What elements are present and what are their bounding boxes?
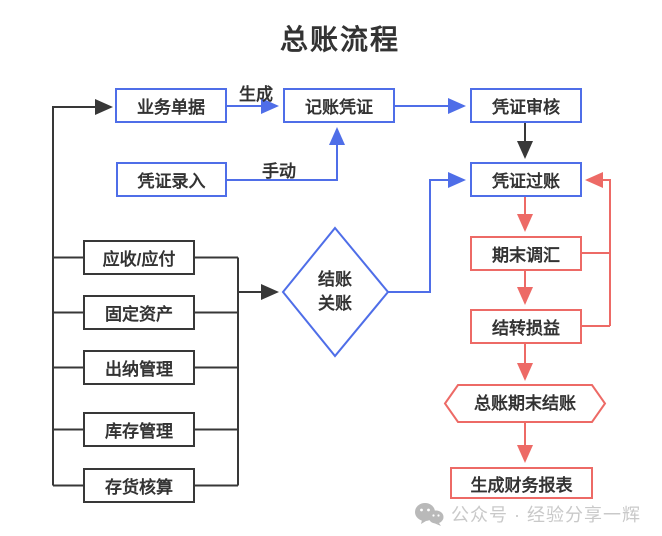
node-receivable-payable: 应收/应付 xyxy=(83,240,195,275)
diamond-label-line1: 结账 xyxy=(318,270,352,289)
feedback-revaluation-stub xyxy=(582,252,611,326)
node-label: 凭证审核 xyxy=(492,98,560,117)
period-end-hexagon-shape xyxy=(443,384,607,423)
node-label: 生成财务报表 xyxy=(470,475,573,495)
node-inventory-management: 库存管理 xyxy=(83,412,195,447)
arrow-entry-to-voucher xyxy=(227,127,345,181)
watermark: 公众号 · 经验分享一辉 xyxy=(414,501,641,527)
node-fixed-assets: 固定资产 xyxy=(83,295,195,330)
node-gl-period-end-closing: 总账期末结账 xyxy=(445,387,605,420)
node-period-end-revaluation: 期末调汇 xyxy=(470,236,582,271)
node-label: 应收/应付 xyxy=(102,250,176,269)
right-collector-lines xyxy=(195,256,279,487)
node-voucher-audit: 凭证审核 xyxy=(470,88,582,123)
node-label: 出纳管理 xyxy=(105,360,173,379)
node-label: 固定资产 xyxy=(105,305,173,324)
diamond-label-line2: 关账 xyxy=(318,294,352,313)
node-label: 期末调汇 xyxy=(492,246,560,265)
node-stock-accounting: 存货核算 xyxy=(83,468,195,503)
node-label: 存货核算 xyxy=(105,478,173,497)
node-label: 记账凭证 xyxy=(305,98,373,117)
node-label: 凭证录入 xyxy=(137,172,206,191)
edge-label-manual: 手动 xyxy=(262,162,296,181)
node-accounting-voucher: 记账凭证 xyxy=(283,88,395,123)
node-label: 业务单据 xyxy=(137,98,205,117)
watermark-text: 公众号 · 经验分享一辉 xyxy=(451,505,641,525)
closing-diamond-shape xyxy=(281,226,390,358)
left-spine-lines xyxy=(52,99,113,487)
node-label: 库存管理 xyxy=(105,422,173,441)
node-closing-diamond: 结账 关账 xyxy=(295,268,375,316)
node-voucher-entry: 凭证录入 xyxy=(116,162,227,197)
node-generate-financial-reports: 生成财务报表 xyxy=(450,467,593,499)
node-profit-loss-carryover: 结转损益 xyxy=(470,309,582,344)
arrow-spine-to-business-docs xyxy=(52,99,113,486)
wechat-icon xyxy=(415,503,444,526)
arrow-diamond-to-posting xyxy=(388,172,466,293)
hexagon-label: 总账期末结账 xyxy=(474,393,576,413)
page-title: 总账流程 xyxy=(279,24,400,55)
node-label: 凭证过账 xyxy=(492,172,560,191)
arrow-feedback-to-posting xyxy=(585,172,611,253)
node-label: 结转损益 xyxy=(492,319,560,338)
node-business-documents: 业务单据 xyxy=(115,88,227,123)
node-cashier-management: 出纳管理 xyxy=(83,350,195,385)
node-voucher-posting: 凭证过账 xyxy=(470,162,582,197)
edge-label-generate: 生成 xyxy=(239,85,273,104)
